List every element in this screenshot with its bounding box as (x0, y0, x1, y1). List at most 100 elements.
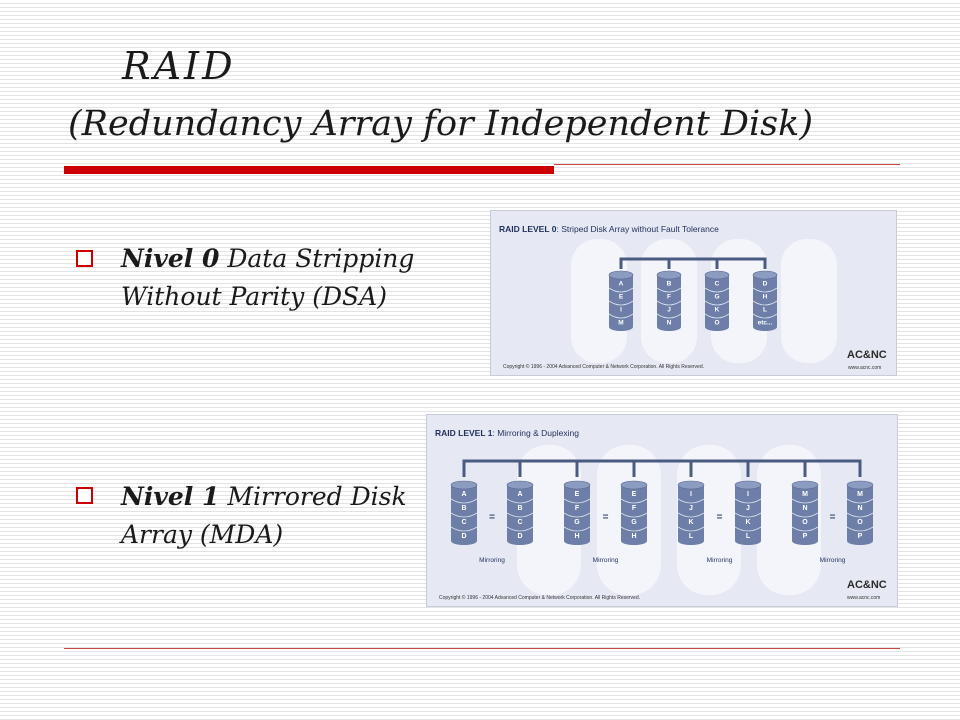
disk-block-label: C (517, 519, 522, 526)
raid0-diagram-svg: RAID LEVEL 0: Striped Disk Array without… (499, 224, 887, 371)
mirroring-label: Mirroring (479, 557, 505, 564)
bullet-square-icon (76, 487, 93, 504)
equals-sign: = (489, 512, 495, 523)
disk-block-label: H (631, 533, 636, 540)
disk-block-label: F (667, 293, 671, 300)
disk-drive-icon: DHLetc... (752, 270, 778, 331)
disk-block-label: G (714, 293, 719, 300)
bullet-text-nivel0: Nivel 0 Data Stripping Without Parity (D… (121, 240, 414, 316)
raid1-heading-bold: RAID LEVEL 1 (435, 428, 493, 438)
disk-block-label: A (619, 280, 624, 287)
raid1-copyright: Copyright © 1996 - 2004 Advanced Compute… (439, 594, 640, 601)
disk-block-label: F (632, 505, 637, 512)
raid0-heading-rest: : Striped Disk Array without Fault Toler… (556, 224, 719, 234)
title-underline-thin (554, 164, 900, 165)
bus-line (619, 257, 767, 269)
bullet-text-line1: Data Stripping (227, 244, 415, 273)
mirroring-label: Mirroring (820, 557, 846, 564)
mirroring-label: Mirroring (707, 557, 733, 564)
equals-sign: = (603, 512, 609, 523)
bus-line (462, 459, 862, 477)
disk-block-label: I (747, 491, 749, 498)
disk-block-label: G (574, 519, 580, 526)
disk-block-label: K (688, 519, 693, 526)
disk-block-label: N (667, 319, 672, 326)
disk-block-label: E (632, 491, 637, 498)
disk-block-label: D (461, 533, 466, 540)
disk-block-label: N (802, 505, 807, 512)
disk-block-label: B (517, 505, 522, 512)
disk-block-label: K (745, 519, 750, 526)
acnc-logo: AC&NC (847, 579, 887, 591)
disk-block-label: P (858, 533, 863, 540)
disk-block-label: F (575, 505, 580, 512)
footer-divider (64, 648, 900, 649)
disk-block-label: D (517, 533, 522, 540)
bullet-text-line2: Array (MDA) (121, 520, 284, 549)
disk-block-label: G (631, 519, 637, 526)
disk-block-label: D (763, 280, 768, 287)
raid1-labels: =Mirroring=Mirroring=Mirroring=Mirroring (479, 512, 846, 564)
slide-subtitle: (Redundancy Array for Independent Disk) (68, 104, 813, 144)
bullet-label: Nivel 1 (121, 482, 220, 511)
acnc-url: www.acnc.com (848, 365, 881, 371)
disk-block-label: C (461, 519, 466, 526)
raid0-heading-bold: RAID LEVEL 0 (499, 224, 557, 234)
bullet-label: Nivel 0 (121, 244, 220, 273)
disk-block-label: E (619, 293, 624, 300)
raid1-heading-rest: : Mirroring & Duplexing (492, 428, 579, 438)
disk-block-label: A (517, 491, 522, 498)
bullet-text-nivel1: Nivel 1 Mirrored Disk Array (MDA) (121, 478, 407, 554)
disk-block-label: O (714, 319, 719, 326)
disk-block-label: etc... (758, 319, 773, 326)
disk-block-label: M (857, 491, 863, 498)
disk-block-label: O (857, 519, 863, 526)
disk-block-label: M (802, 491, 808, 498)
disk-block-label: J (746, 505, 750, 512)
disk-block-label: I (690, 491, 692, 498)
disk-block-label: M (618, 319, 623, 326)
bullet-text-line2: Without Parity (DSA) (121, 282, 387, 311)
disk-block-label: J (689, 505, 693, 512)
bullet-square-icon (76, 250, 93, 267)
disk-block-label: A (461, 491, 466, 498)
disk-block-label: H (763, 293, 768, 300)
disk-block-label: N (857, 505, 862, 512)
equals-sign: = (717, 512, 723, 523)
acnc-logo: AC&NC (847, 349, 887, 361)
bullet-text-line1: Mirrored Disk (227, 482, 407, 511)
watermark-logo (571, 239, 837, 363)
disk-block-label: L (746, 533, 751, 540)
disk-block-label: B (667, 280, 672, 287)
watermark-logo (517, 445, 821, 595)
disk-block-label: L (763, 306, 767, 313)
raid0-diagram: RAID LEVEL 0: Striped Disk Array without… (490, 210, 897, 376)
disk-block-label: O (802, 519, 808, 526)
raid1-diagram-svg: RAID LEVEL 1: Mirroring & Duplexing ABCD… (435, 428, 887, 601)
disk-block-label: E (575, 491, 580, 498)
raid0-bus (619, 257, 767, 269)
slide-title: RAID (122, 44, 236, 88)
raid1-heading: RAID LEVEL 1: Mirroring & Duplexing (435, 428, 579, 438)
raid0-copyright: Copyright © 1996 - 2004 Advanced Compute… (503, 363, 704, 370)
disk-block-label: L (689, 533, 694, 540)
disk-block-label: J (667, 306, 671, 313)
raid0-heading: RAID LEVEL 0: Striped Disk Array without… (499, 224, 719, 234)
disk-block-label: I (620, 306, 622, 313)
disk-block-label: B (461, 505, 466, 512)
disk-block-label: C (715, 280, 720, 287)
equals-sign: = (830, 512, 836, 523)
acnc-url: www.acnc.com (847, 595, 880, 601)
title-underline-bar (64, 166, 554, 174)
